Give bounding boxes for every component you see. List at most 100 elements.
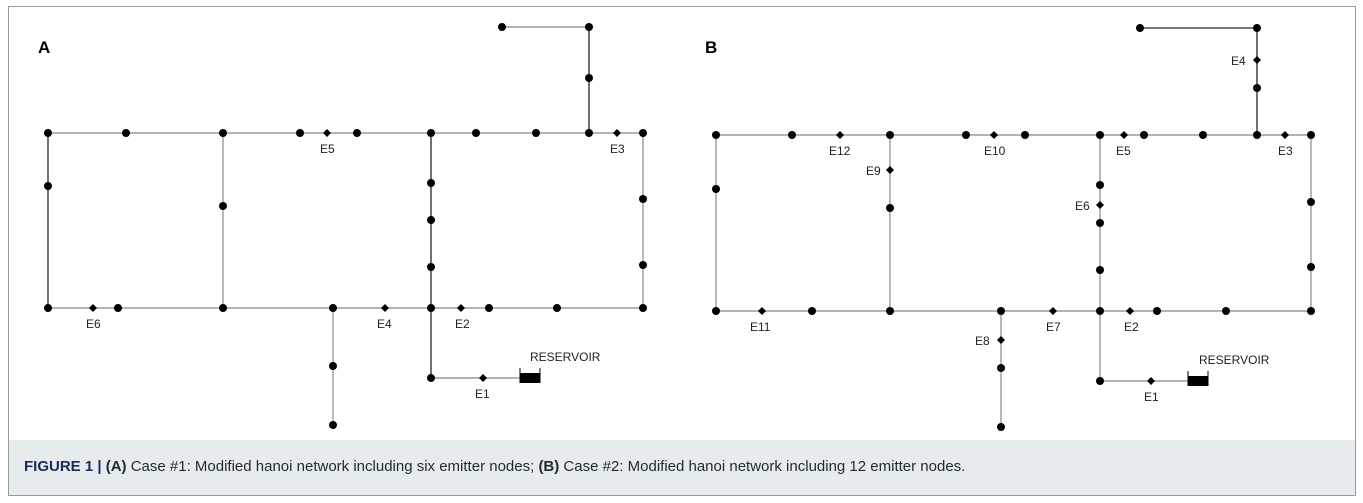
emitter-label: E8 xyxy=(975,334,990,348)
reservoir-label: RESERVOIR xyxy=(1199,353,1270,367)
caption-lead: FIGURE 1 | xyxy=(24,458,102,475)
junction-node xyxy=(712,185,720,193)
emitter-label: E11 xyxy=(750,320,771,334)
junction-node xyxy=(1253,131,1261,139)
junction-node xyxy=(219,304,227,312)
junction-node xyxy=(122,129,130,137)
junction-node xyxy=(962,131,970,139)
junction-node xyxy=(788,131,796,139)
junction-node xyxy=(997,307,1005,315)
junction-node xyxy=(498,23,506,31)
junction-node xyxy=(485,304,493,312)
emitter-label: E9 xyxy=(866,164,881,178)
junction-node xyxy=(427,374,435,382)
junction-node xyxy=(532,129,540,137)
junction-node xyxy=(114,304,122,312)
emitter-node xyxy=(1096,201,1104,209)
caption-tag-a: (A) xyxy=(105,458,127,475)
junction-node xyxy=(997,423,1005,431)
junction-node xyxy=(427,179,435,187)
junction-node xyxy=(353,129,361,137)
emitter-label: E4 xyxy=(1231,54,1246,68)
junction-node xyxy=(997,364,1005,372)
junction-node xyxy=(1307,198,1315,206)
junction-node xyxy=(296,129,304,137)
emitter-label: E6 xyxy=(1075,199,1090,213)
junction-node xyxy=(427,263,435,271)
emitter-node xyxy=(1281,131,1289,139)
junction-node xyxy=(1096,266,1104,274)
emitter-node xyxy=(479,374,487,382)
junction-node xyxy=(1253,24,1261,32)
junction-node xyxy=(427,129,435,137)
junction-node xyxy=(1096,181,1104,189)
junction-node xyxy=(1307,307,1315,315)
junction-node xyxy=(1021,131,1029,139)
panel-letter-a: A xyxy=(38,38,50,57)
emitter-node xyxy=(990,131,998,139)
junction-node xyxy=(427,216,435,224)
emitter-label: E7 xyxy=(1046,320,1061,334)
emitter-label: E1 xyxy=(475,387,490,401)
emitter-label: E3 xyxy=(1278,144,1293,158)
junction-node xyxy=(585,23,593,31)
junction-node xyxy=(639,195,647,203)
emitter-node xyxy=(836,131,844,139)
emitter-label: E6 xyxy=(86,317,101,331)
junction-node xyxy=(427,304,435,312)
emitter-label: E2 xyxy=(455,317,470,331)
junction-node xyxy=(1307,131,1315,139)
caption-tag-b: (B) xyxy=(538,458,560,475)
junction-node xyxy=(1136,24,1144,32)
emitter-node xyxy=(89,304,97,312)
emitter-node xyxy=(758,307,766,315)
reservoir-label: RESERVOIR xyxy=(530,350,601,364)
figure-caption: FIGURE 1 | (A) Case #1: Modified hanoi n… xyxy=(24,458,965,475)
junction-node xyxy=(1307,263,1315,271)
emitter-label: E5 xyxy=(320,142,335,156)
junction-node xyxy=(712,131,720,139)
junction-node xyxy=(1096,131,1104,139)
emitter-node xyxy=(1126,307,1134,315)
junction-node xyxy=(44,304,52,312)
emitter-label: E3 xyxy=(610,142,625,156)
junction-node xyxy=(553,304,561,312)
junction-node xyxy=(639,261,647,269)
emitter-label: E10 xyxy=(984,144,1006,158)
junction-node xyxy=(1199,131,1207,139)
junction-node xyxy=(886,204,894,212)
junction-node xyxy=(44,182,52,190)
panel-letter-b: B xyxy=(705,38,717,57)
emitter-node xyxy=(1147,377,1155,385)
emitter-label: E2 xyxy=(1124,320,1139,334)
emitter-node xyxy=(1253,56,1261,64)
junction-node xyxy=(1096,307,1104,315)
junction-node xyxy=(1096,377,1104,385)
emitter-label: E1 xyxy=(1144,390,1159,404)
junction-node xyxy=(472,129,480,137)
caption-text-b: Case #2: Modified hanoi network includin… xyxy=(559,458,966,475)
junction-node xyxy=(329,421,337,429)
junction-node xyxy=(639,304,647,312)
junction-node xyxy=(1222,307,1230,315)
junction-node xyxy=(886,307,894,315)
emitter-node xyxy=(886,166,894,174)
emitter-node xyxy=(1120,131,1128,139)
emitter-label: E12 xyxy=(829,144,851,158)
emitter-label: E5 xyxy=(1116,144,1131,158)
reservoir-icon xyxy=(520,373,540,383)
junction-node xyxy=(585,74,593,82)
emitter-node xyxy=(1049,307,1057,315)
junction-node xyxy=(585,129,593,137)
emitter-node xyxy=(381,304,389,312)
junction-node xyxy=(219,129,227,137)
emitter-node xyxy=(997,336,1005,344)
junction-node xyxy=(219,202,227,210)
caption-text-a: Case #1: Modified hanoi network includin… xyxy=(126,458,539,475)
figure-frame xyxy=(8,6,1356,496)
panel-a-network: RESERVOIR xyxy=(44,23,647,429)
junction-node xyxy=(712,307,720,315)
junction-node xyxy=(1153,307,1161,315)
emitter-node xyxy=(613,129,621,137)
